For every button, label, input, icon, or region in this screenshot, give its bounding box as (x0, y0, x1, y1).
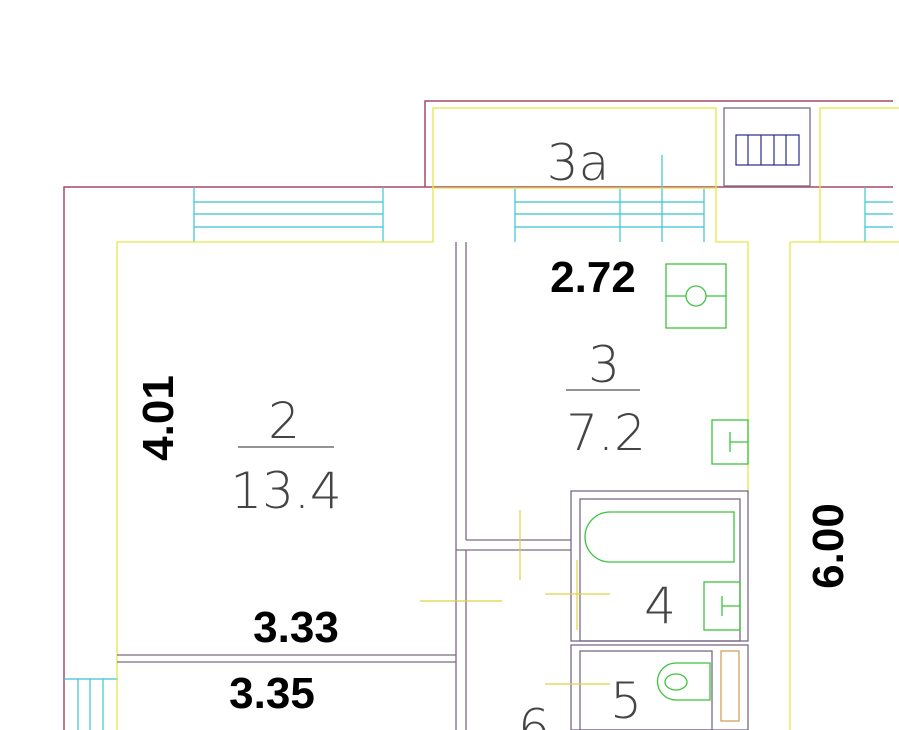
dimension-labels: 2.72 4.01 3.33 3.35 6.00 (134, 253, 853, 718)
dim-kitchen-width: 2.72 (550, 253, 636, 302)
room-3-area: 7.2 (566, 404, 646, 462)
room-labels: 3a 2 13.4 3 7.2 4 5 6 (230, 134, 676, 730)
dim-lower-room-width: 3.35 (229, 669, 315, 718)
room-3-number: 3 (588, 336, 620, 394)
room-6-number: 6 (518, 699, 550, 730)
room-4-number: 4 (644, 577, 676, 635)
window-lower-left (64, 678, 118, 730)
outer-wall-left (63, 186, 425, 730)
outer-walls (63, 100, 893, 730)
dim-room2-height: 4.01 (134, 375, 183, 461)
toilet-5-walls (570, 644, 749, 730)
loggia-3a-outline (432, 107, 717, 189)
room2-outline (116, 187, 434, 730)
washbasin-icon (703, 581, 741, 631)
radiator-icon (735, 134, 800, 166)
windows (64, 155, 893, 730)
kitchen-sink-icon (711, 419, 749, 465)
room-3a-number: 3a (547, 134, 609, 192)
cistern-icon (720, 650, 740, 722)
stove-icon (665, 263, 727, 329)
room-2-area: 13.4 (230, 462, 341, 520)
room-5-number: 5 (610, 672, 642, 730)
window-right (864, 187, 893, 242)
dim-right-section-height: 6.00 (804, 503, 853, 589)
window-kitchen (514, 155, 705, 242)
fixtures (584, 263, 749, 701)
window-room2 (193, 187, 384, 242)
bathtub-icon (584, 511, 735, 563)
toilet-icon (656, 662, 711, 701)
outer-wall-loggia (424, 100, 893, 187)
room-outlines (116, 107, 899, 730)
loggia-right-outline (819, 107, 899, 243)
kitchen-outline (715, 187, 749, 493)
plumbing-marks (420, 510, 610, 685)
room-2-number: 2 (268, 392, 300, 450)
dim-room2-width: 3.33 (253, 603, 339, 652)
inner-walls (117, 107, 811, 730)
radiator-niche (723, 107, 811, 187)
